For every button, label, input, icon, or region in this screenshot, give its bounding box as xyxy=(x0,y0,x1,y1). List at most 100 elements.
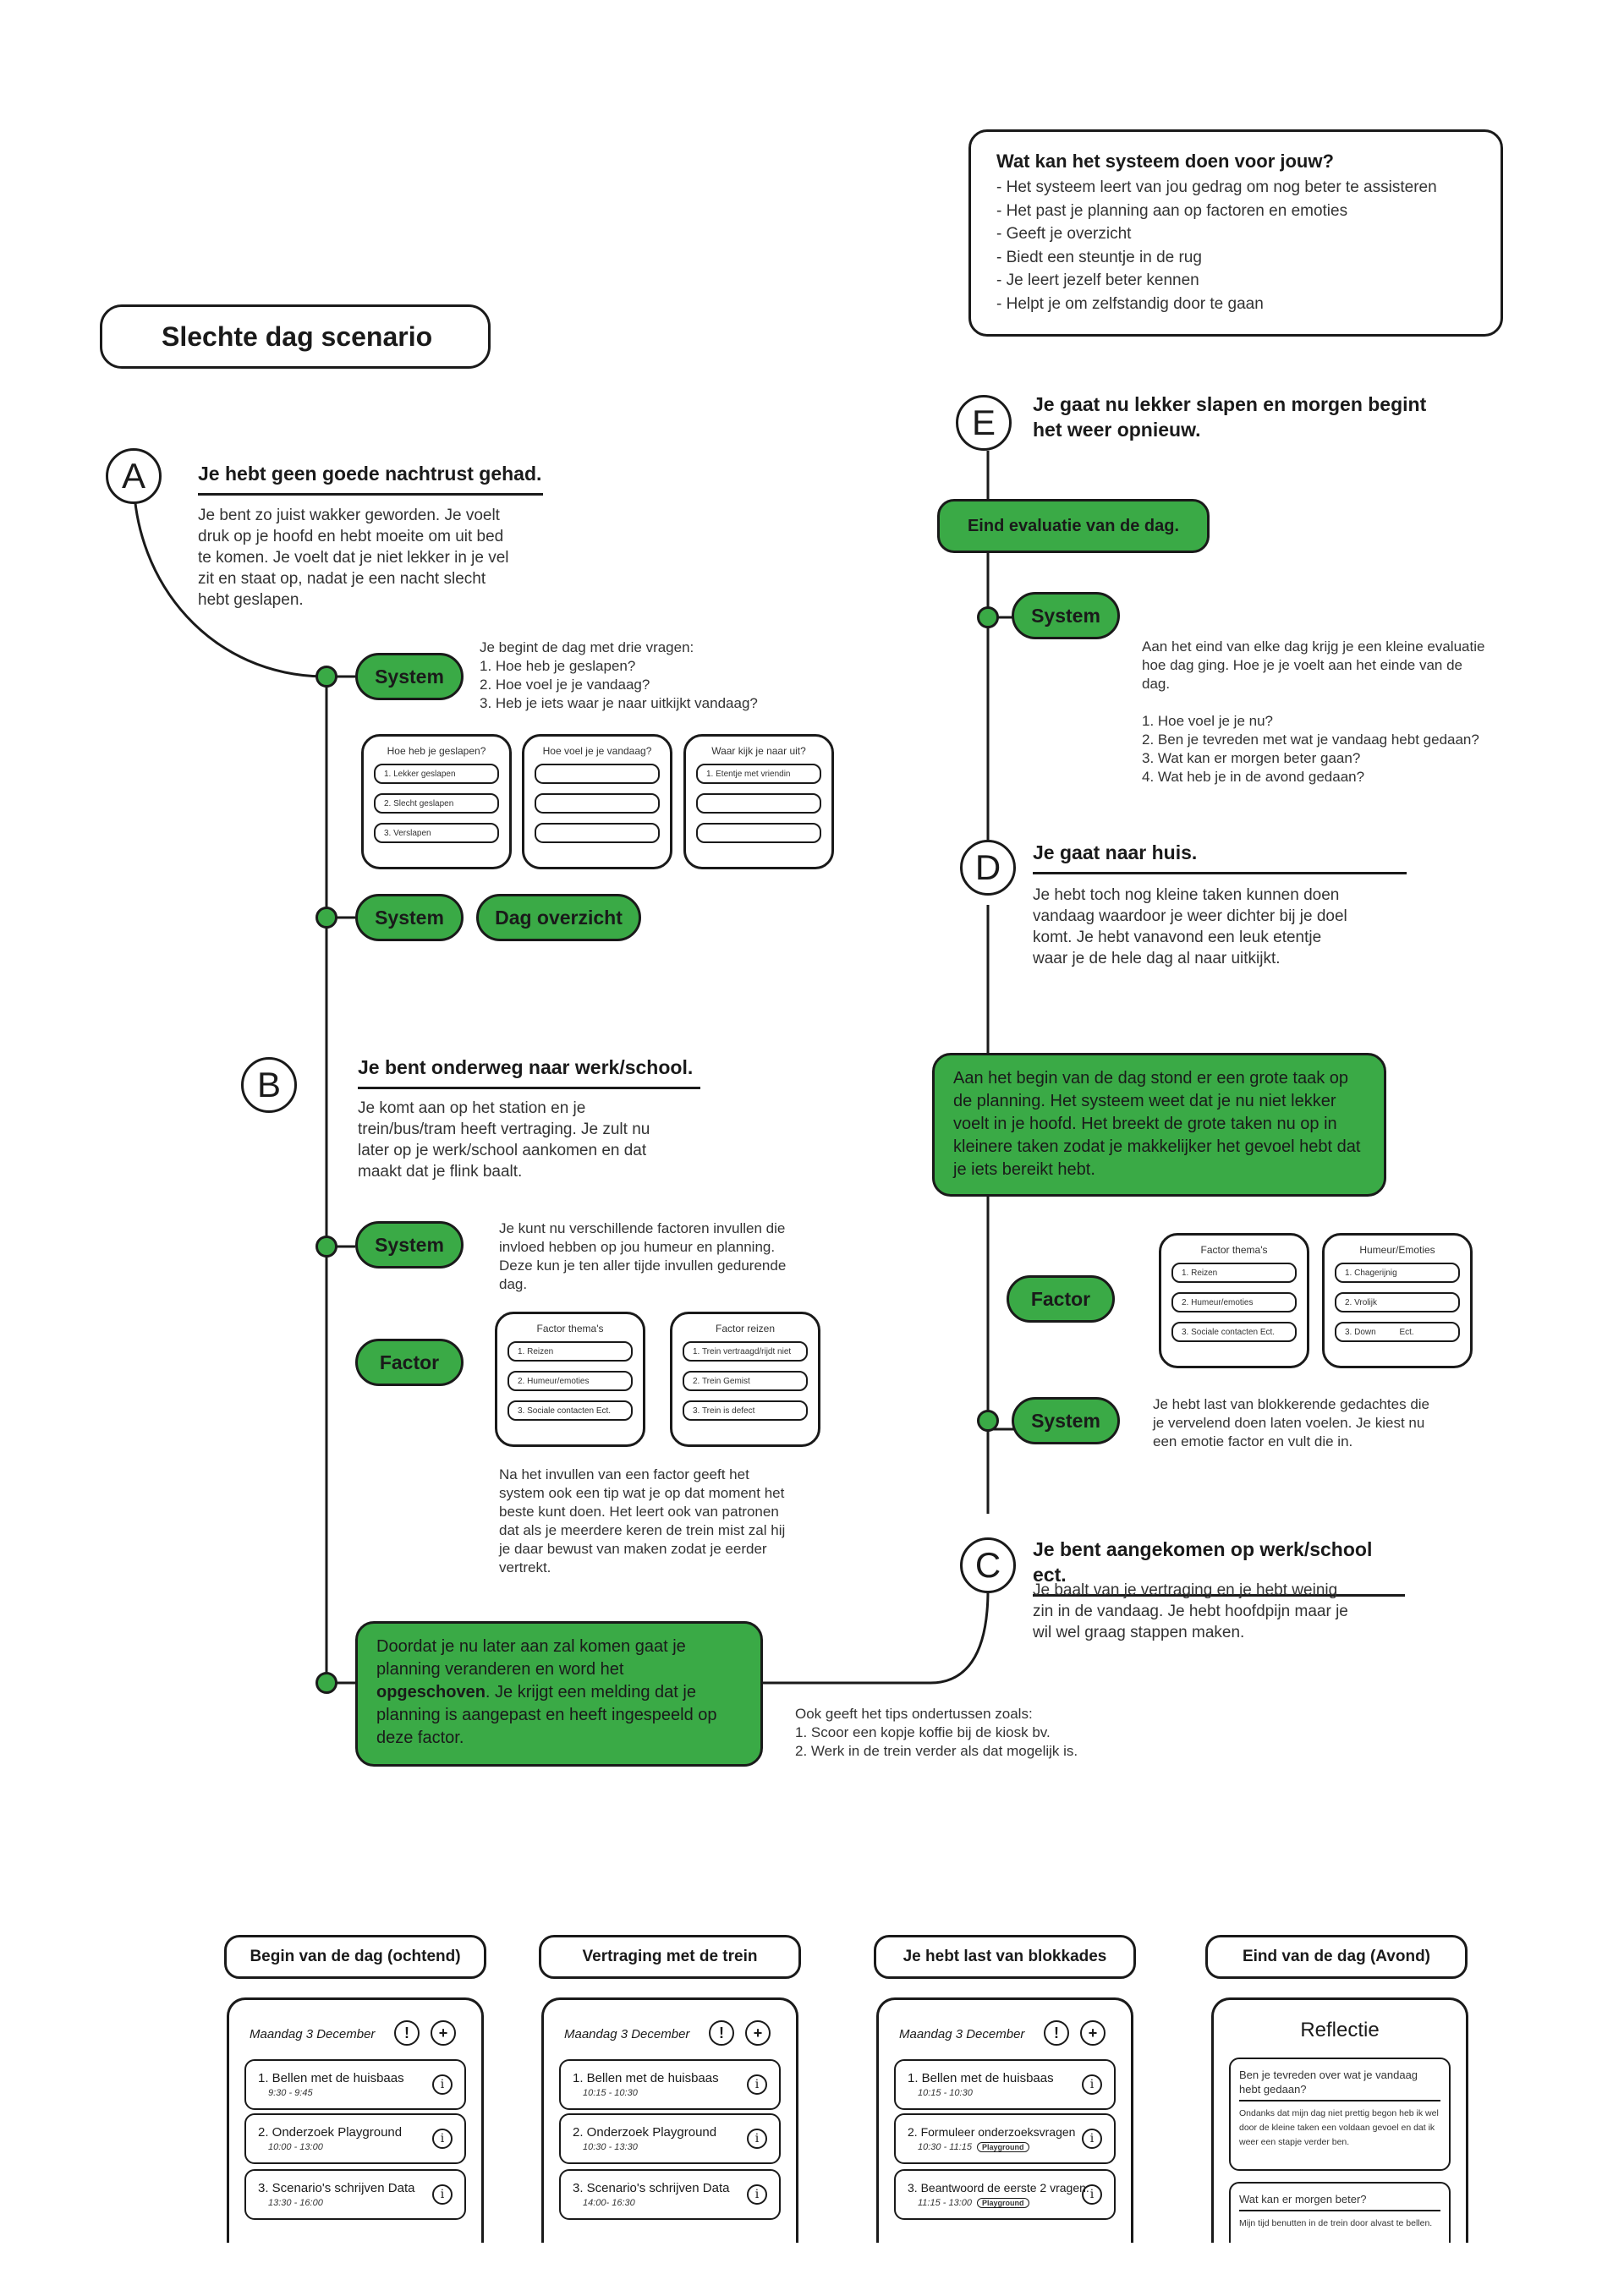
info-icon[interactable]: i xyxy=(747,2129,767,2149)
step-a-marker: A xyxy=(106,448,162,504)
alert-icon[interactable]: ! xyxy=(709,2020,734,2046)
factor-themes-card: Factor thema's 1. Reizen 2. Humeur/emoti… xyxy=(1159,1233,1309,1368)
alert-icon[interactable]: ! xyxy=(394,2020,420,2046)
answer-option[interactable]: 2. Slecht geslapen xyxy=(374,793,499,814)
factor-option[interactable]: 1. Chagerijnig xyxy=(1335,1263,1460,1283)
answer-option[interactable]: 1. Lekker geslapen xyxy=(374,764,499,784)
benefit-item: - Biedt een steuntje in de rug xyxy=(996,248,1202,266)
factor-option[interactable]: 2. Vrolijk xyxy=(1335,1292,1460,1312)
system-button[interactable]: System xyxy=(355,894,464,941)
timeline-node xyxy=(315,666,337,688)
reflection-question-1[interactable]: Ben je tevreden over wat je vandaag hebt… xyxy=(1229,2058,1451,2171)
step-b-marker: B xyxy=(241,1057,297,1113)
factor-button[interactable]: Factor xyxy=(1007,1275,1115,1323)
phone-blockades: Maandag 3 December ! + 1. Bellen met de … xyxy=(876,1997,1133,2243)
phone-morning: Maandag 3 December ! + 1. Bellen met de … xyxy=(227,1997,484,2243)
answer-option[interactable] xyxy=(535,793,660,814)
factor-themes-card: Factor thema's 1. Reizen 2. Humeur/emoti… xyxy=(495,1312,645,1447)
info-icon[interactable]: i xyxy=(432,2184,453,2205)
mood-emotions-card: Humeur/Emoties 1. Chagerijnig 2. Vrolijk… xyxy=(1322,1233,1473,1368)
playground-tag: Playground xyxy=(977,2198,1029,2208)
answer-option[interactable] xyxy=(696,823,821,843)
add-icon[interactable]: + xyxy=(1080,2020,1106,2046)
factor-option[interactable]: 1. Reizen xyxy=(508,1341,633,1362)
info-icon[interactable]: i xyxy=(432,2074,453,2095)
phone-header-delay: Vertraging met de trein xyxy=(539,1935,801,1979)
step-e-marker: E xyxy=(956,395,1012,451)
factor-option[interactable]: 3. Down Ect. xyxy=(1335,1322,1460,1342)
benefit-item: - Het systeem leert van jou gedrag om no… xyxy=(996,178,1437,196)
phone-delay: Maandag 3 December ! + 1. Bellen met de … xyxy=(541,1997,798,2243)
answer-option[interactable]: 3. Verslapen xyxy=(374,823,499,843)
add-icon[interactable]: + xyxy=(745,2020,771,2046)
step-e-heading: Je gaat nu lekker slapen en morgen begin… xyxy=(1033,393,1427,441)
reflection-question-2[interactable]: Wat kan er morgen beter? Mijn tijd benut… xyxy=(1229,2182,1451,2243)
answer-option[interactable] xyxy=(535,823,660,843)
factor-option[interactable]: 2. Humeur/emoties xyxy=(1171,1292,1297,1312)
factor-option[interactable]: 3. Sociale contacten Ect. xyxy=(508,1400,633,1421)
factor-option[interactable]: 3. Trein is defect xyxy=(683,1400,808,1421)
phone-header-morning: Begin van de dag (ochtend) xyxy=(224,1935,486,1979)
benefit-item: - Je leert jezelf beter kennen xyxy=(996,271,1199,289)
info-icon[interactable]: i xyxy=(747,2184,767,2205)
question-card-sleep: Hoe heb je geslapen? 1. Lekker geslapen … xyxy=(361,734,512,869)
answer-option[interactable] xyxy=(696,793,821,814)
alert-icon[interactable]: ! xyxy=(1044,2020,1069,2046)
question-card-lookforward: Waar kijk je naar uit? 1. Etentje met vr… xyxy=(683,734,834,869)
day-evaluation-button[interactable]: Eind evaluatie van de dag. xyxy=(937,499,1210,553)
system-button[interactable]: System xyxy=(1012,1397,1120,1444)
reflection-title: Reflectie xyxy=(1300,2019,1380,2041)
factor-option[interactable]: 2. Humeur/emoties xyxy=(508,1371,633,1391)
task-breakdown-notice: Aan het begin van de dag stond er een gr… xyxy=(932,1053,1386,1197)
info-icon[interactable]: i xyxy=(1082,2129,1102,2149)
system-button[interactable]: System xyxy=(355,653,464,700)
step-c-heading: Je bent aangekomen op werk/school ect. xyxy=(1033,1537,1405,1597)
add-icon[interactable]: + xyxy=(431,2020,456,2046)
answer-option[interactable] xyxy=(535,764,660,784)
timeline-node xyxy=(315,1236,337,1258)
system-benefits-list: - Het systeem leert van jou gedrag om no… xyxy=(996,176,1437,315)
factor-option[interactable]: 1. Reizen xyxy=(1171,1263,1297,1283)
phone-reflection: Reflectie Ben je tevreden over wat je va… xyxy=(1211,1997,1468,2243)
playground-tag: Playground xyxy=(977,2142,1029,2152)
benefit-item: - Helpt je om zelfstandig door te gaan xyxy=(996,294,1264,313)
step-d-marker: D xyxy=(960,840,1016,896)
info-icon[interactable]: i xyxy=(432,2129,453,2149)
info-icon[interactable]: i xyxy=(1082,2074,1102,2095)
step-a-heading: Je hebt geen goede nachtrust gehad. xyxy=(198,461,543,496)
system-questions: Je begint de dag met drie vragen:1. Hoe … xyxy=(480,639,758,711)
timeline-node xyxy=(315,1672,337,1694)
tips-text: Ook geeft het tips ondertussen zoals:1. … xyxy=(795,1706,1078,1759)
step-b-heading: Je bent onderweg naar werk/school. xyxy=(358,1055,700,1089)
step-d-body: Je hebt toch nog kleine taken kunnen doe… xyxy=(1033,886,1347,967)
info-icon[interactable]: i xyxy=(1082,2184,1102,2205)
system-button[interactable]: System xyxy=(1012,592,1120,639)
phone-date: Maandag 3 December xyxy=(250,2027,376,2041)
factor-option[interactable]: 2. Trein Gemist xyxy=(683,1371,808,1391)
phone-header-evening: Eind van de dag (Avond) xyxy=(1205,1935,1468,1979)
factor-button[interactable]: Factor xyxy=(355,1339,464,1386)
page-title-box: Slechte dag scenario xyxy=(100,304,491,369)
info-icon[interactable]: i xyxy=(747,2074,767,2095)
factor-option[interactable]: 1. Trein vertraagd/rijdt niet xyxy=(683,1341,808,1362)
timeline-node xyxy=(977,606,999,628)
step-c-body: Je baalt van je vertraging en je hebt we… xyxy=(1033,1581,1348,1641)
system-benefits-heading: Wat kan het systeem doen voor jouw? xyxy=(996,151,1334,172)
day-overview-button[interactable]: Dag overzicht xyxy=(476,894,641,941)
task-item[interactable]: 3. Beantwoord de eerste 2 vragen.11:15 -… xyxy=(894,2169,1116,2220)
system-button[interactable]: System xyxy=(355,1221,464,1269)
timeline-node xyxy=(977,1410,999,1432)
question-card-mood: Hoe voel je je vandaag? xyxy=(522,734,672,869)
answer-option[interactable]: 1. Etentje met vriendin xyxy=(696,764,821,784)
factor-travel-card: Factor reizen 1. Trein vertraagd/rijdt n… xyxy=(670,1312,820,1447)
factor-option[interactable]: 3. Sociale contacten Ect. xyxy=(1171,1322,1297,1342)
